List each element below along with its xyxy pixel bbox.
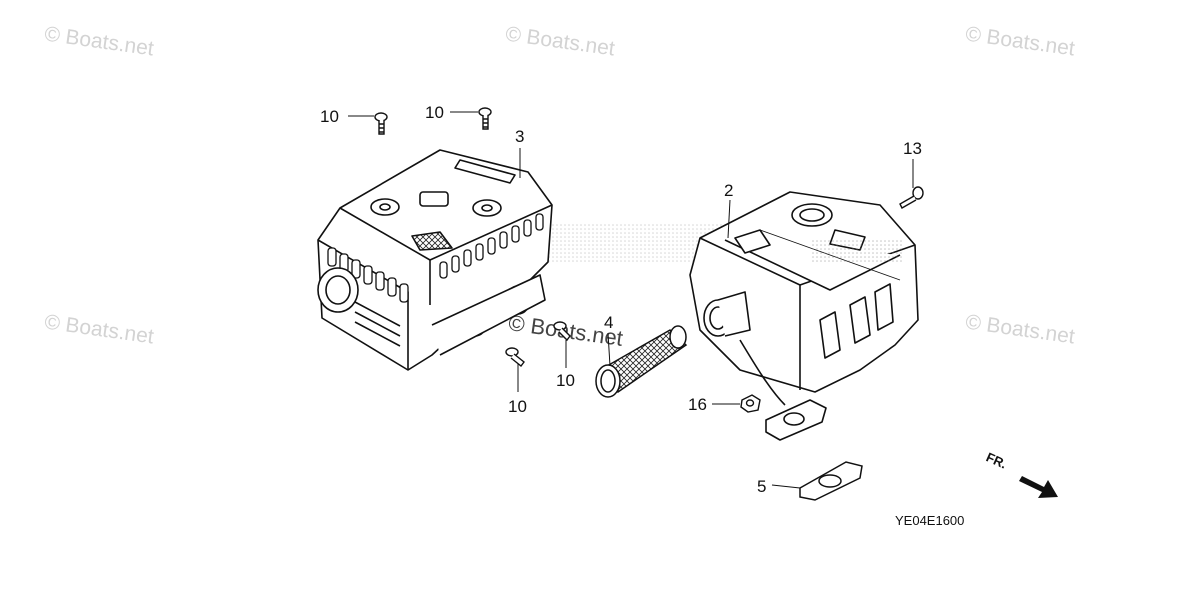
bolt-10b <box>478 107 492 130</box>
callout-16: 16 <box>688 395 707 414</box>
callout-3: 3 <box>515 127 525 146</box>
flange-nut <box>740 394 761 413</box>
muffler-protector <box>317 149 553 371</box>
gasket <box>799 461 863 501</box>
diagram-code: YE04E1600 <box>895 513 965 528</box>
spark-arrester <box>595 325 688 398</box>
callout-5: 5 <box>757 477 767 496</box>
callout-2: 2 <box>724 181 734 200</box>
bolt-10c <box>505 347 525 367</box>
callout-10-top-center: 10 <box>425 103 444 122</box>
leader-lines <box>348 111 914 489</box>
muffler <box>689 191 919 441</box>
bolt-13 <box>899 186 924 209</box>
callout-10-top-left: 10 <box>320 107 339 126</box>
bolt-10a <box>374 112 388 135</box>
front-arrow-icon <box>1019 476 1058 498</box>
bolts <box>374 107 924 367</box>
callout-10-lower-right: 10 <box>556 371 575 390</box>
callout-4: 4 <box>604 313 614 332</box>
callout-13: 13 <box>903 139 922 158</box>
callout-10-lower-left: 10 <box>508 397 527 416</box>
bolt-10d <box>553 321 571 342</box>
